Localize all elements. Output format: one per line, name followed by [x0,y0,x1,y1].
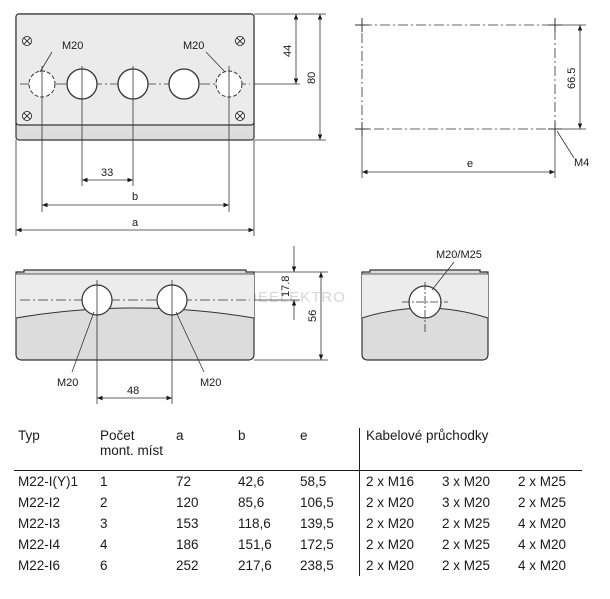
cell-typ: M22-I3 [18,515,61,531]
cell-gland-1: 2 x M20 [359,512,438,534]
dim-a-label: a [132,217,139,229]
cell-gland-2: 3 x M20 [442,494,491,510]
cell-gland-1: 2 x M20 [359,554,438,576]
dim-80-label: 80 [306,72,318,84]
cell-pocet: 4 [100,536,108,552]
front-view: M20 M20 48 17.8 56 [15,246,328,404]
cell-gland-1: 2 x M20 [359,533,438,555]
cell-pocet: 3 [100,515,108,531]
cell-a: 153 [176,515,199,531]
cell-gland-2: 2 x M25 [442,557,491,573]
cell-gland-3: 2 x M25 [518,494,567,510]
dim-48-label: 48 [127,385,139,397]
screw-icon [235,111,245,121]
cell-b: 217,6 [238,557,272,573]
cell-gland-3: 4 x M20 [518,515,567,531]
table-row: M22-I6 6 252 217,6 238,5 2 x M20 2 x M25… [14,554,582,576]
entry-label: M20 [57,377,78,389]
cell-gland-2: 2 x M25 [442,515,491,531]
table-row: M22-I4 4 186 151,6 172,5 2 x M20 2 x M25… [14,533,582,555]
col-header-b: b [234,428,296,471]
cell-pocet: 1 [100,473,108,489]
dim-56-label: 56 [307,310,319,322]
watermark: DEELEKTRO [246,289,346,306]
cell-pocet: 2 [100,494,108,510]
screw-thread-label: M4 [574,157,589,169]
cell-e: 139,5 [300,515,334,531]
crosshair-icon [355,18,369,32]
technical-drawing: DEELEKTRO M20 M20 33 b a [15,13,589,404]
table-row: M22-I(Y)1 1 72 42,6 58,5 2 x M16 3 x M20… [14,470,582,492]
col-header-a: a [172,428,234,471]
cell-b: 42,6 [238,473,265,489]
mounting-hole [168,68,200,100]
cell-e: 238,5 [300,557,334,573]
cell-b: 118,6 [238,515,271,531]
col-header-kabelove: Kabelové průchodky [359,428,582,471]
table-row: M22-I2 2 120 85,6 106,5 2 x M20 3 x M20 … [14,491,582,513]
cell-gland-2: 2 x M25 [442,536,491,552]
mounting-view: 66.5 e M4 [355,18,589,178]
screw-icon [235,36,245,46]
entry-label: M20/M25 [436,249,482,261]
cell-e: 172,5 [300,536,334,552]
cell-e: 58,5 [300,473,327,489]
dim-b-label: b [132,191,138,203]
dim-44-label: 44 [282,45,294,57]
cell-a: 120 [176,494,199,510]
side-view: M20/M25 [361,249,489,361]
dim-pitch-label: 33 [101,167,113,179]
col-header-e: e [296,428,360,471]
cell-b: 151,6 [238,536,272,552]
cell-gland-3: 2 x M25 [518,473,567,489]
top-view: M20 M20 33 b a 44 80 [15,13,326,236]
cell-a: 186 [176,536,199,552]
cell-typ: M22-I2 [18,494,61,510]
dim-17-8-label: 17.8 [280,276,292,297]
cell-gland-3: 4 x M20 [518,557,567,573]
cell-typ: M22-I6 [18,557,61,573]
hole-label: M20 [62,40,83,52]
cell-gland-1: 2 x M16 [359,470,438,492]
cell-pocet: 6 [100,557,108,573]
col-header-pocet-line2: mont. míst [100,443,164,458]
dim-e-label: e [467,158,473,170]
cell-b: 85,6 [238,494,265,510]
cell-gland-3: 4 x M20 [518,536,567,552]
cell-typ: M22-I4 [18,536,61,552]
crosshair-icon [355,122,369,136]
screw-icon [22,36,32,46]
cell-typ: M22-I(Y)1 [18,473,79,489]
cell-a: 72 [176,473,192,489]
hole-label: M20 [183,40,204,52]
cell-a: 252 [176,557,199,573]
cell-gland-1: 2 x M20 [359,491,438,513]
entry-label: M20 [200,377,221,389]
dim-66-5-label: 66.5 [566,68,578,89]
col-header-typ: Typ [14,428,96,471]
cell-e: 106,5 [300,494,334,510]
col-header-pocet-line1: Počet [100,428,135,443]
cell-gland-2: 3 x M20 [442,473,491,489]
screw-icon [22,111,32,121]
table-row: M22-I3 3 153 118,6 139,5 2 x M20 2 x M25… [14,512,582,534]
